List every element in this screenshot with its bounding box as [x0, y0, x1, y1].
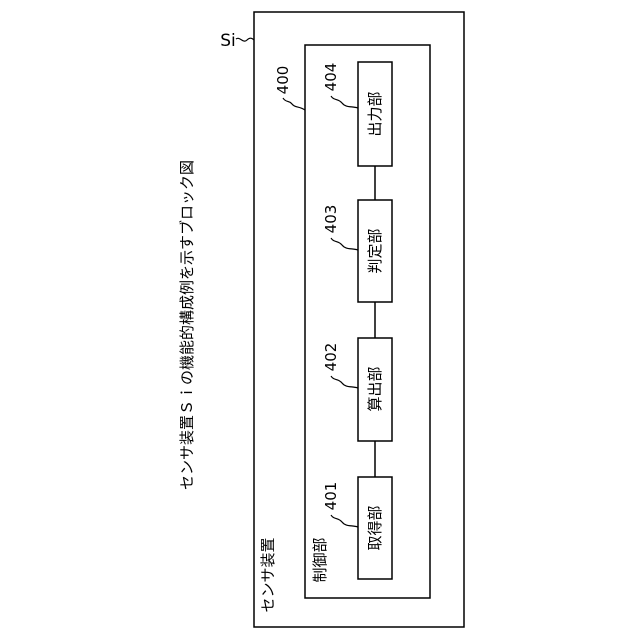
judgment-unit-ref: 403: [322, 205, 340, 234]
acquisition-unit-ref-leader: [331, 515, 358, 527]
device-ref-leader: [236, 38, 254, 41]
control-unit-ref-leader: [283, 98, 305, 110]
control-unit-ref: 400: [274, 66, 292, 95]
judgment-unit-ref-leader: [331, 238, 358, 250]
acquisition-unit-ref: 401: [322, 482, 340, 511]
calculation-unit-label: 算出部: [366, 366, 384, 411]
output-unit-ref-leader: [331, 96, 358, 108]
calculation-unit-ref-leader: [331, 376, 358, 388]
output-unit-label: 出力部: [366, 91, 384, 136]
calculation-unit-ref: 402: [322, 343, 340, 372]
sensor-device-label: センサ装置: [259, 537, 277, 612]
acquisition-unit-label: 取得部: [366, 505, 384, 550]
control-unit-label: 制御部: [311, 537, 329, 582]
judgment-unit-label: 判定部: [366, 228, 384, 273]
output-unit-ref: 404: [322, 63, 340, 92]
figure-caption: センサ装置Ｓｉの機能的構成例を示すブロック図: [178, 160, 196, 490]
device-ref-label: Si: [220, 31, 236, 51]
